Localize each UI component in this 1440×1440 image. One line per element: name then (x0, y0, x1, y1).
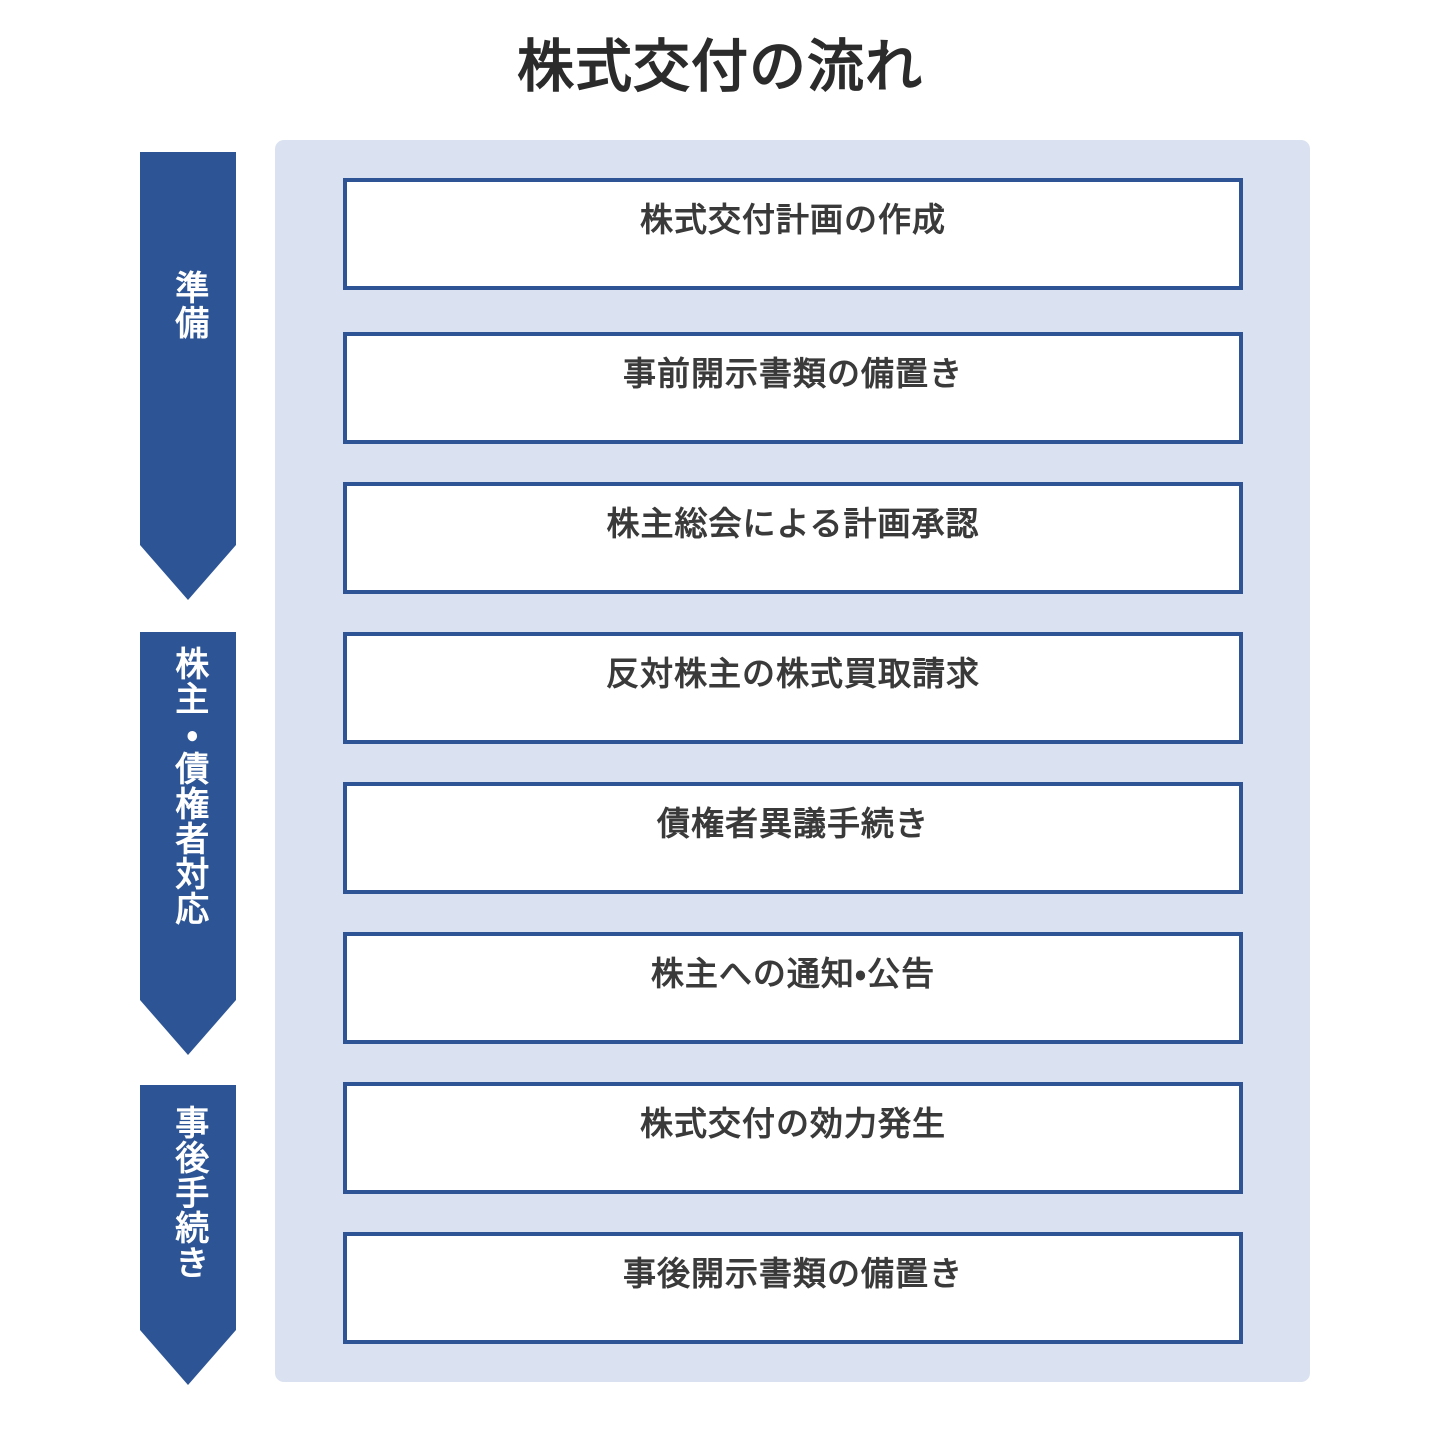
steps-panel (275, 140, 1310, 1382)
phase-arrow-preparation[interactable]: 準備 (140, 152, 236, 600)
phase-arrow-shareholder-creditor[interactable]: 株主・債権者対応 (140, 632, 236, 1055)
step-label-5: 債権者異議手続き (657, 805, 929, 843)
page-title: 株式交付の流れ (517, 35, 923, 99)
step-box-4[interactable]: 反対株主の株式買取請求 (343, 632, 1243, 744)
step-box-8[interactable]: 事後開示書類の備置き (343, 1232, 1243, 1344)
step-label-2: 事前開示書類の備置き (623, 355, 963, 393)
phase-arrow-post-procedure[interactable]: 事後手続き (140, 1085, 236, 1385)
step-box-3[interactable]: 株主総会による計画承認 (343, 482, 1243, 594)
step-label-6: 株主への通知・公告 (650, 955, 936, 993)
step-box-1[interactable]: 株式交付計画の作成 (343, 178, 1243, 290)
step-label-8: 事後開示書類の備置き (623, 1255, 963, 1293)
phase-label-post-procedure: 事後手続き (169, 1105, 208, 1280)
step-label-7: 株式交付の効力発生 (640, 1105, 946, 1143)
step-label-3: 株主総会による計画承認 (606, 505, 980, 543)
step-label-1: 株式交付計画の作成 (640, 201, 946, 239)
step-box-6[interactable]: 株主への通知・公告 (343, 932, 1243, 1044)
phase-label-preparation: 準備 (169, 270, 208, 340)
step-label-4: 反対株主の株式買取請求 (606, 655, 980, 693)
step-box-7[interactable]: 株式交付の効力発生 (343, 1082, 1243, 1194)
phase-label-shareholder-creditor: 株主・債権者対応 (169, 646, 208, 926)
step-box-2[interactable]: 事前開示書類の備置き (343, 332, 1243, 444)
step-box-5[interactable]: 債権者異議手続き (343, 782, 1243, 894)
